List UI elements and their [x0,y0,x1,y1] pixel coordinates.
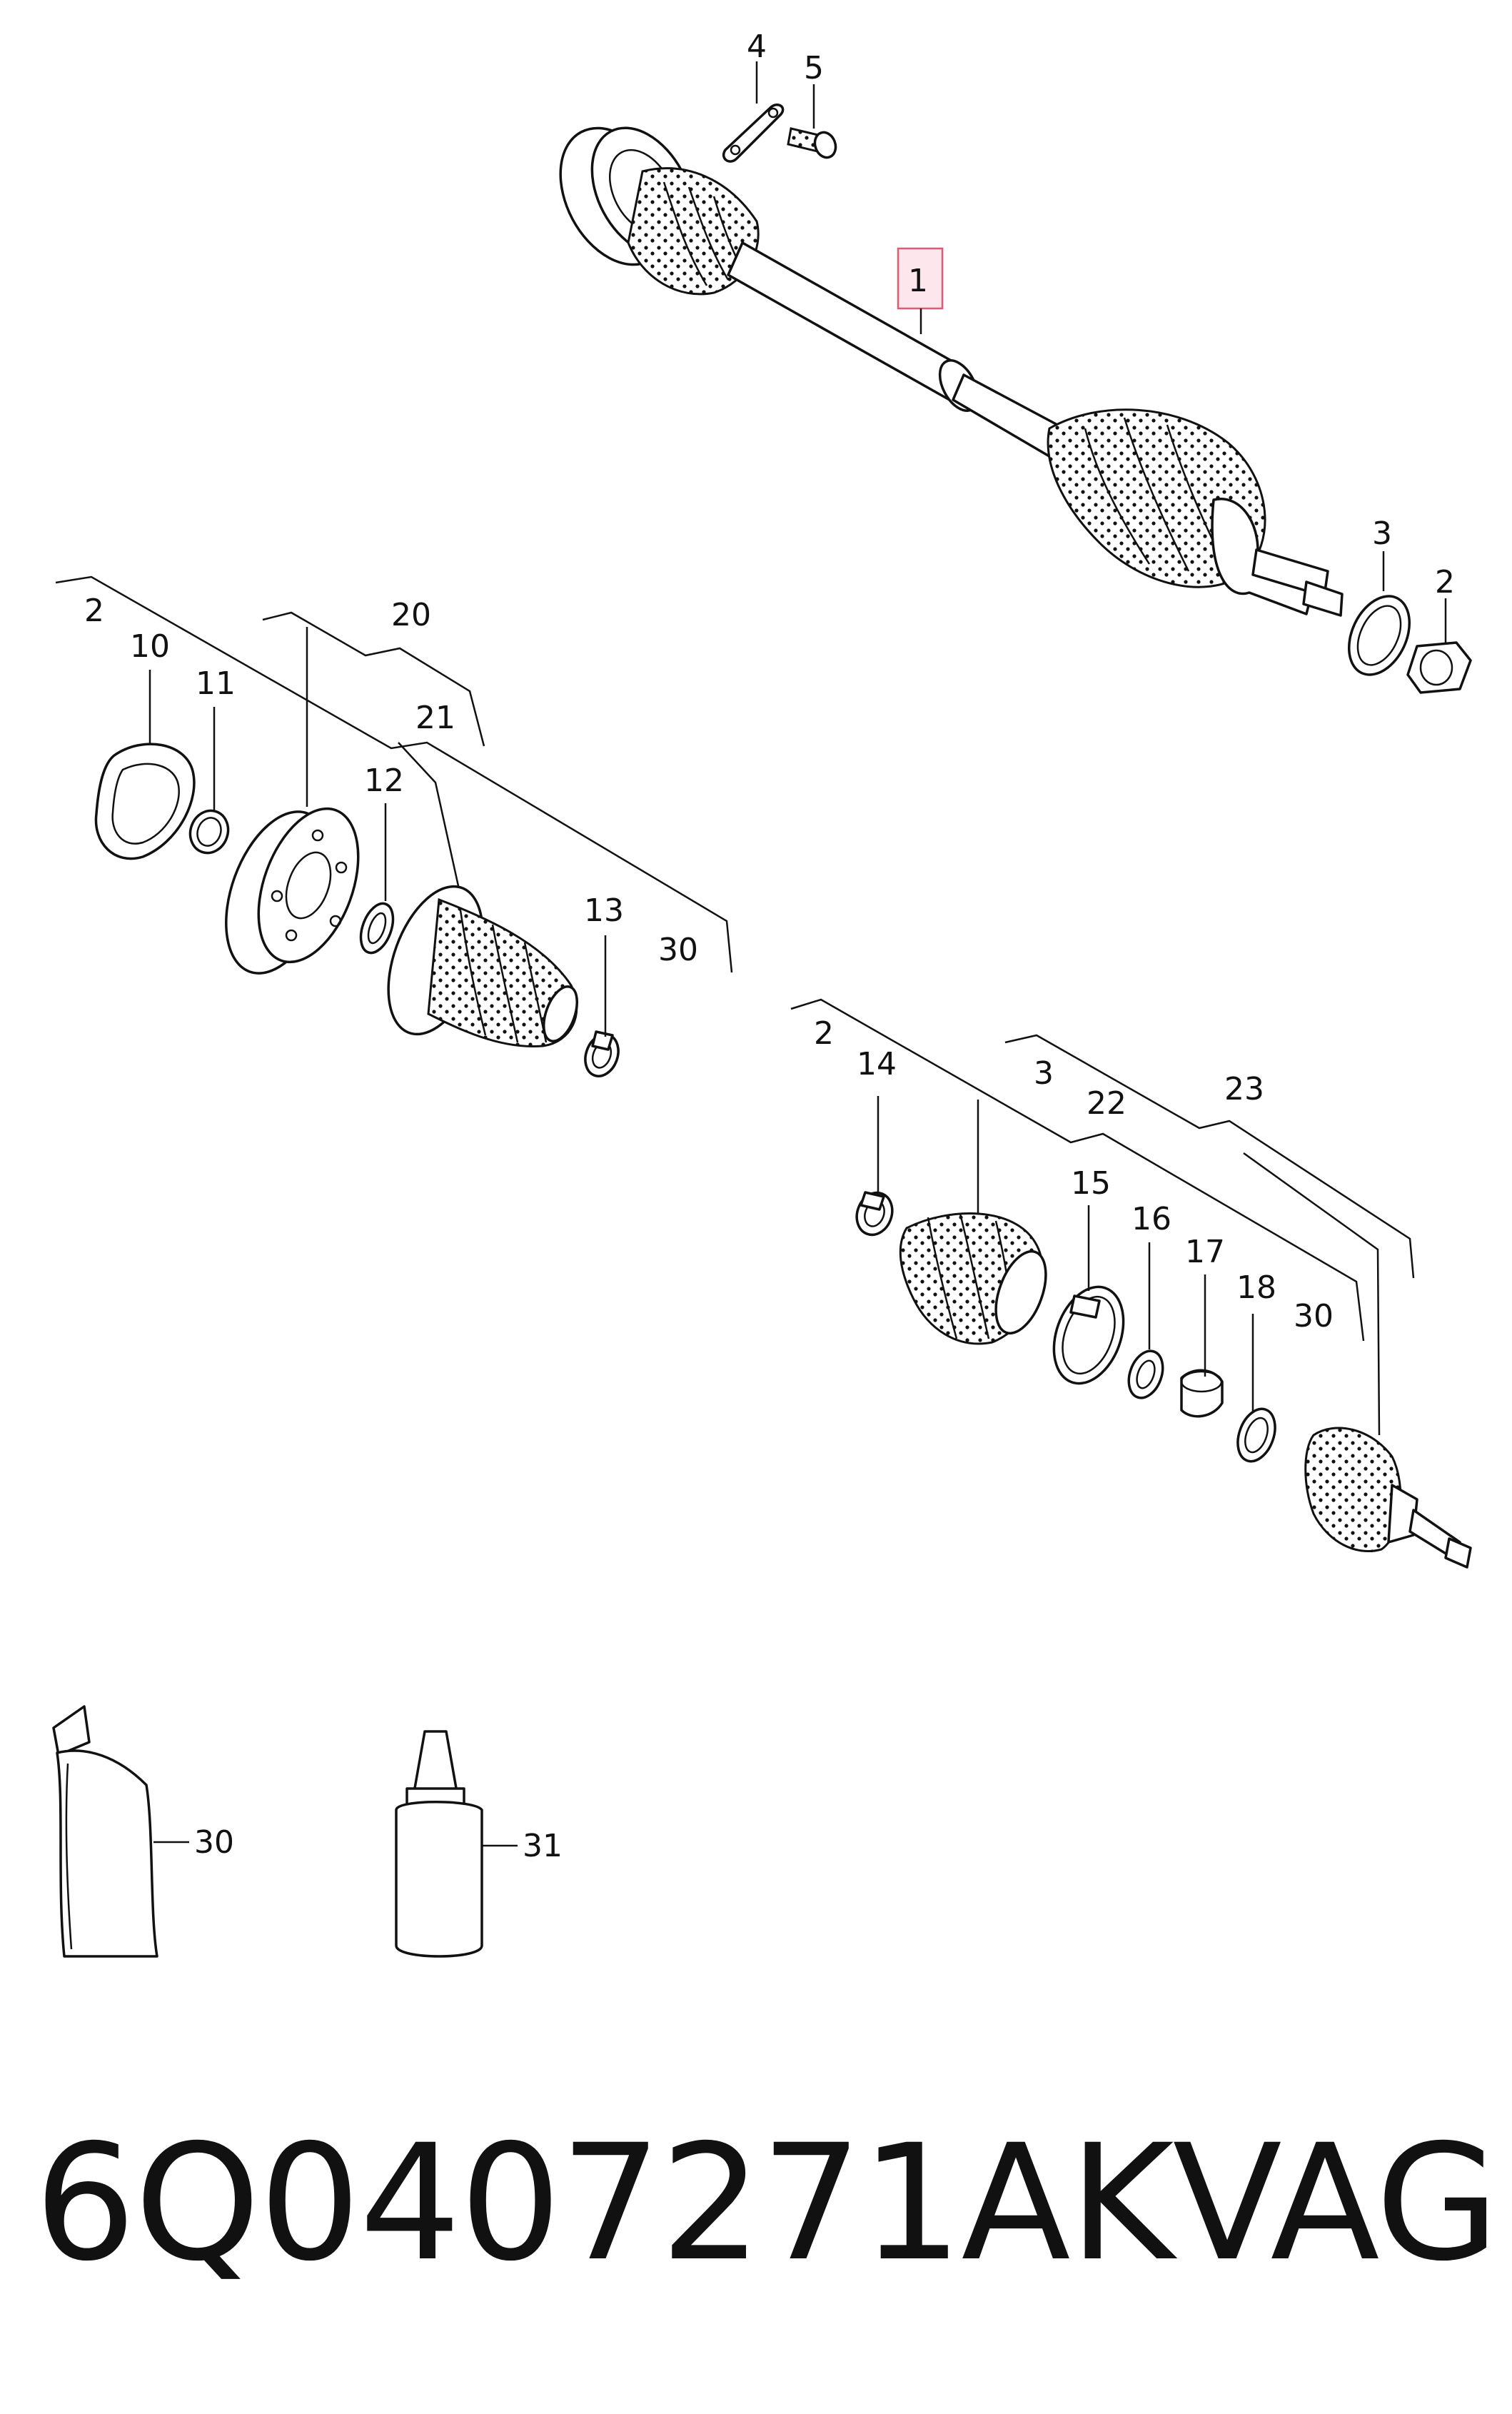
part-number: 6Q0407271AK [34,2109,1174,2296]
outer-joint-bracket-lines [790,998,1415,1436]
hex-nut[interactable] [1406,641,1472,694]
callout-18: 18 [1236,1269,1276,1306]
callout-5: 5 [804,50,824,86]
callout-30: 30 [658,932,698,968]
hose-clamp[interactable] [580,1030,624,1080]
dished-washer[interactable] [1180,1369,1224,1418]
callout-4: 4 [747,29,767,65]
callout-20: 20 [391,597,431,633]
callout-23: 23 [1224,1071,1264,1107]
circlip[interactable] [184,805,233,858]
washer[interactable] [355,899,399,957]
inner-joint-bracket-lines [55,575,733,973]
brand-name: VAG [1172,2109,1500,2296]
callout-13: 13 [584,892,624,929]
callout-2: 2 [814,1015,834,1052]
grease-tube[interactable] [52,1705,189,1958]
callout-17: 17 [1185,1234,1225,1270]
callout-12: 12 [364,763,404,799]
thrust-ring[interactable] [1337,586,1421,684]
callout-1: 1 [908,263,928,299]
callout-11: 11 [196,665,236,702]
callout-labels: 1 4 5 3 2 2 10 11 20 21 12 13 30 2 14 3 … [84,29,1455,1864]
callout-10: 10 [130,628,170,665]
constant-velocity-joint[interactable] [206,795,378,988]
callout-2: 2 [1435,564,1455,600]
drive-shaft-assembly[interactable] [538,109,1344,617]
retaining-clip[interactable] [722,104,785,163]
bolt[interactable] [787,127,839,161]
outer-circlip[interactable] [1231,1404,1281,1467]
large-boot-clamp[interactable] [1042,1277,1136,1393]
callout-3: 3 [1372,516,1392,552]
callout-3: 3 [1034,1055,1054,1092]
selected-part-highlight [897,247,944,310]
inner-joint-boot[interactable] [371,874,584,1048]
outer-cv-joint[interactable] [1304,1427,1472,1569]
callout-22: 22 [1087,1085,1127,1122]
leader-lines-left [148,670,607,1037]
leader-lines-right [877,1096,1254,1412]
outer-joint-boot[interactable] [899,1212,1055,1345]
callout-30: 30 [194,1824,234,1861]
gasket[interactable] [94,743,196,860]
callout-2: 2 [84,593,104,629]
callout-21: 21 [415,700,455,736]
spacer-ring[interactable] [1123,1347,1169,1403]
part-number-footer: 6Q0407271AK VAG [34,2096,1499,2310]
small-boot-clamp[interactable] [851,1188,898,1240]
callout-15: 15 [1071,1165,1111,1202]
sealant-bottle[interactable] [395,1730,518,1958]
callout-31: 31 [523,1828,563,1864]
callout-14: 14 [857,1046,897,1082]
callout-16: 16 [1132,1201,1171,1237]
callout-30: 30 [1294,1298,1334,1334]
